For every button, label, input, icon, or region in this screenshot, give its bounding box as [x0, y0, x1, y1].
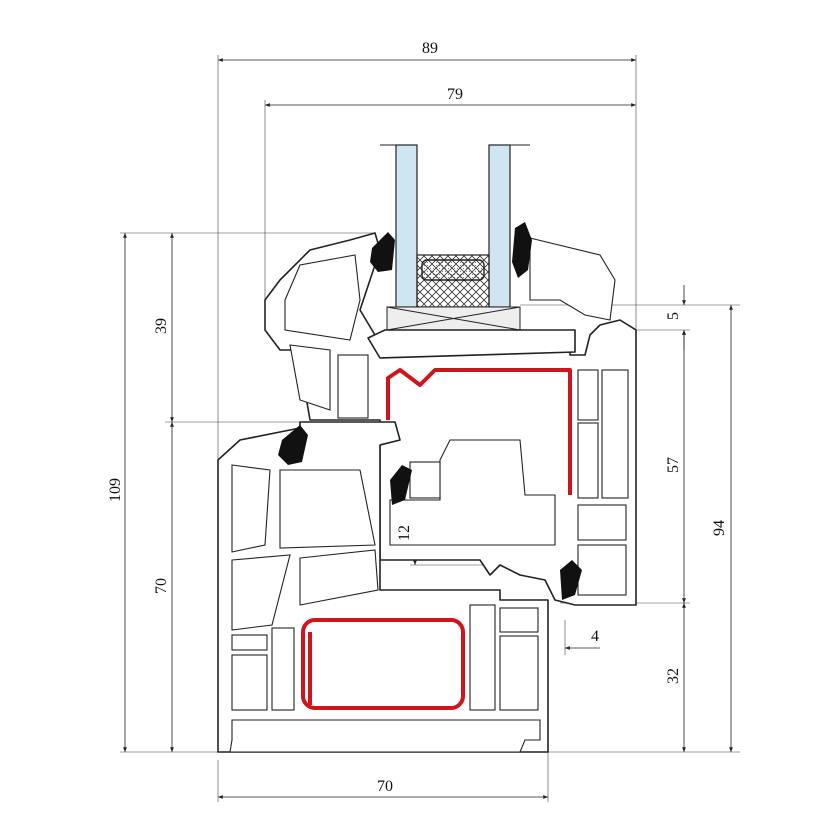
gaskets	[278, 222, 582, 600]
gasket-glass-outer	[370, 232, 395, 272]
gasket-frame-outer	[278, 425, 308, 465]
dim-left-lower: 70	[153, 578, 170, 594]
glazing	[380, 144, 530, 331]
steel-reinforcements	[301, 368, 572, 710]
dim-sash-width: 79	[447, 86, 463, 103]
dim-left-upper: 39	[153, 318, 170, 334]
dim-right-top: 5	[665, 312, 682, 320]
sash-reinforcement	[386, 368, 572, 495]
dim-right-middle: 57	[665, 457, 682, 473]
dim-inner-offset: 12	[396, 525, 413, 541]
glass-pane-inner	[488, 144, 511, 308]
glass-pane-outer	[395, 144, 418, 308]
sash-profile	[264, 232, 637, 606]
gasket-glass-inner	[512, 222, 532, 278]
gasket-inner	[560, 560, 582, 600]
dim-overlap-gap: 4	[591, 628, 599, 645]
glazing-block	[386, 306, 521, 331]
dimension-labels: 89 79 109 39 70 70 5 57 94 32 12 4	[107, 40, 728, 795]
desiccant	[421, 259, 485, 281]
dim-bottom-width: 70	[377, 778, 393, 795]
dim-right-bottom: 32	[665, 668, 682, 684]
frame-reinforcement	[301, 618, 465, 710]
dim-left-total: 109	[107, 478, 124, 502]
frame-profile	[217, 421, 549, 753]
dimension-lines	[123, 58, 733, 799]
gasket-center	[390, 465, 412, 505]
dim-overall-width: 89	[422, 40, 438, 57]
dim-right-total: 94	[711, 520, 728, 536]
